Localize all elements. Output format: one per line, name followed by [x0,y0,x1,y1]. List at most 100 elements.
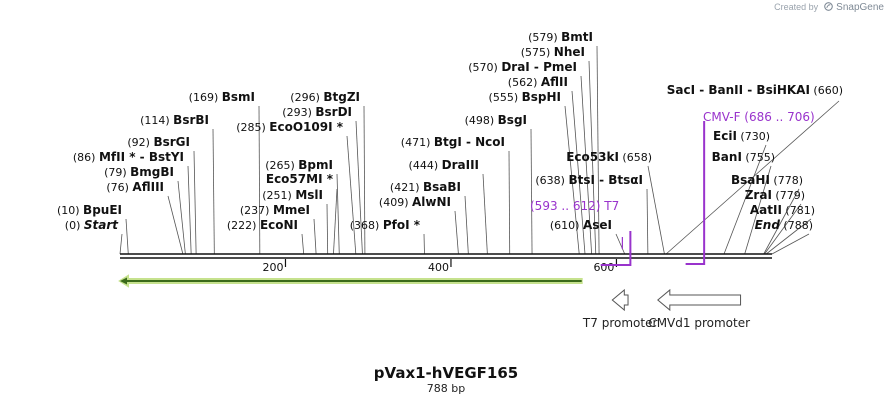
primer-arrow [600,231,632,266]
site-name: AlwNI [412,195,451,209]
site-position: (658) [619,151,652,164]
site-bpuei: (10) BpuEI [57,203,129,255]
construct-name: pVax1-hVEGF165 [373,364,519,382]
site-eco53ki: Eco53kI (658) [566,150,665,255]
site-connector [588,60,597,255]
site-econi: (222) EcoNI [227,218,305,255]
site-name: DraI - PmeI [501,60,577,74]
site-position: (471) [401,136,434,149]
site-btgi-ncoi: (471) BtgI - NcoI [401,135,511,255]
credit-prefix: Created by [774,2,819,12]
site-label: (79) BmgBI [104,165,174,179]
site-connector [167,195,184,255]
site-name: BsrGI [153,135,190,149]
site-label: (409) AlwNI [379,195,451,209]
site-position: (610) [550,219,583,232]
site-position: (76) [106,181,132,194]
primer-cmv-f: CMV-F (686 .. 706) [685,110,815,265]
site-drai-pmei: (570) DraI - PmeI [468,60,593,255]
site-name: BsrBI [173,113,209,127]
site-label: (251) MslI [262,188,323,202]
site-connector [326,203,329,255]
site-label: (562) AflII [508,75,568,89]
site-position: (10) [57,204,83,217]
site-pfoi-: (368) PfoI * [350,218,425,255]
site-name: AflII [541,75,568,89]
site-label: SacI - BanII - BsiHKAI (660) [667,83,843,97]
site-name: Eco57MI * [266,172,334,186]
site-btsi-bts-i: (638) BtsI - BtsαI [535,173,649,255]
site-msli: (251) MslI [262,188,329,255]
site-position: (660) [810,84,843,97]
site-position: (779) [772,189,805,202]
site-name: PfoI * [383,218,421,232]
site-name: ZraI [745,188,772,202]
construct-length: 788 bp [426,382,466,395]
site-label: (169) BsmI [189,90,255,104]
site-bsrgi: (92) BsrGI [127,135,197,255]
site-position: (368) [350,219,383,232]
site-connector [771,233,810,255]
site-ecoo109i-: (285) EcoO109I * [236,120,357,255]
site-asei: (610) AseI [550,218,626,255]
site-label: (237) MmeI [240,203,310,217]
feature-arrow [657,288,742,312]
site-name: BtgI - NcoI [434,135,505,149]
site-label: (368) PfoI * [350,218,421,232]
site-name: AatII [750,203,782,217]
site-position: (730) [737,130,770,143]
site-afliii: (76) AflIII [106,180,184,255]
site-position: (498) [465,114,498,127]
site-bsrdi: (293) BsrDI [282,105,363,255]
site-position: (92) [127,136,153,149]
site-name: AseI [583,218,612,232]
site-name: BtsI - BtsαI [568,173,643,187]
site-bpmi: (265) BpmI [265,158,340,255]
site-connector [723,144,767,255]
site-connector [764,203,802,255]
site-position: (169) [189,91,222,104]
site-name: BsgI [498,113,527,127]
site-name: End [755,218,781,232]
site-position: (638) [535,174,568,187]
tick-label: 400 [428,261,449,274]
site-connector [336,173,340,255]
site-label: (610) AseI [550,218,612,232]
site-position: (444) [409,159,442,172]
site-name: BsrDI [315,105,352,119]
site-label: BsaHI (778) [731,173,803,187]
site-connector [355,120,363,255]
site-position: (222) [227,219,260,232]
site-connector [482,173,488,255]
site-label: (10) BpuEI [57,203,122,217]
site-zrai: ZraI (779) [745,188,805,255]
site-label: (421) BsaBI [390,180,461,194]
site-name: BanI [712,150,742,164]
site-name: EcoO109I * [269,120,343,134]
site-position: (778) [770,174,803,187]
site-label: (265) BpmI [265,158,333,172]
tick-label: 200 [262,261,283,274]
site-name: EcoNI [260,218,298,232]
restriction-sites: (0) Start(10) BpuEI(76) AflIII(79) BmgBI… [57,30,843,255]
site-connector [125,218,129,255]
site-position: (579) [528,31,561,44]
snapgene-credit: Created by SnapGene [774,2,884,13]
tick-label: 600 [593,261,614,274]
snapgene-logo-icon [823,2,833,11]
site-bsgi: (498) BsgI [465,113,533,255]
site-connector [647,165,665,255]
site-name: BtgZI [323,90,360,104]
site-connector [564,105,580,255]
site-connector [177,180,186,255]
site-connector [530,128,533,255]
site-connector [346,135,357,255]
site-end: End (788) [755,218,813,255]
site-label: (293) BsrDI [282,105,352,119]
site-position: (114) [140,114,173,127]
site-position: (296) [290,91,323,104]
feature-orf-0 [118,274,583,288]
site-label: (570) DraI - PmeI [468,60,577,74]
feature-arrow [120,277,582,285]
